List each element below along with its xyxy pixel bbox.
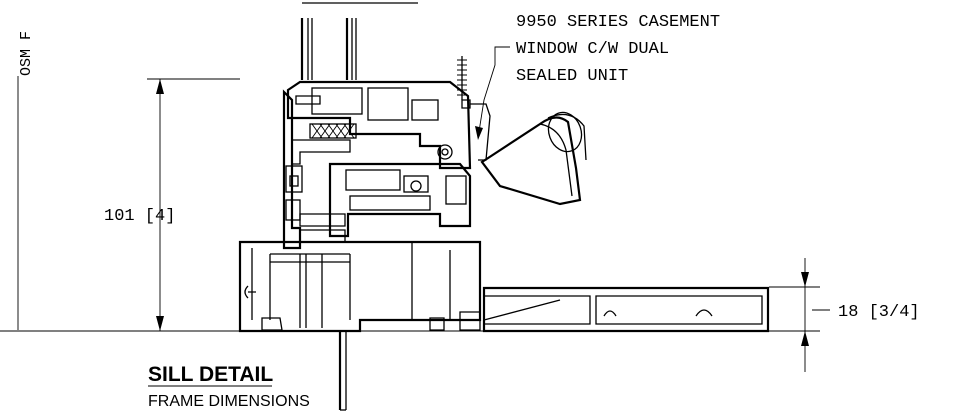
operator-handle: [480, 111, 587, 206]
sill-dimension: 18 [3/4]: [769, 258, 920, 372]
hardware-assembly: [299, 144, 472, 243]
title-block: SILL DETAIL FRAME DIMENSIONS: [148, 363, 310, 410]
osm-label: OSM F: [18, 31, 35, 76]
callout-line-2: WINDOW C/W DUAL: [516, 40, 669, 59]
height-dimension: 101 [4]: [104, 78, 240, 331]
anchor-fin: [338, 331, 347, 411]
callout: 9950 SERIES CASEMENT WINDOW C/W DUAL SEA…: [475, 13, 720, 140]
sealed-unit: [300, 18, 357, 80]
detail-title: SILL DETAIL: [148, 363, 273, 386]
callout-line-3: SEALED UNIT: [516, 67, 628, 86]
main-frame: [238, 240, 482, 333]
sill-dimension-label: 18 [3/4]: [838, 303, 920, 322]
detail-subtitle: FRAME DIMENSIONS: [148, 393, 310, 410]
sash-profile: [286, 80, 472, 170]
weatherstrip: [457, 56, 491, 161]
height-dimension-label: 101 [4]: [104, 207, 175, 226]
sill-extension: [482, 286, 770, 333]
osm-reference: OSM F: [17, 31, 35, 330]
frame-interior: [282, 89, 351, 250]
callout-line-1: 9950 SERIES CASEMENT: [516, 13, 720, 32]
